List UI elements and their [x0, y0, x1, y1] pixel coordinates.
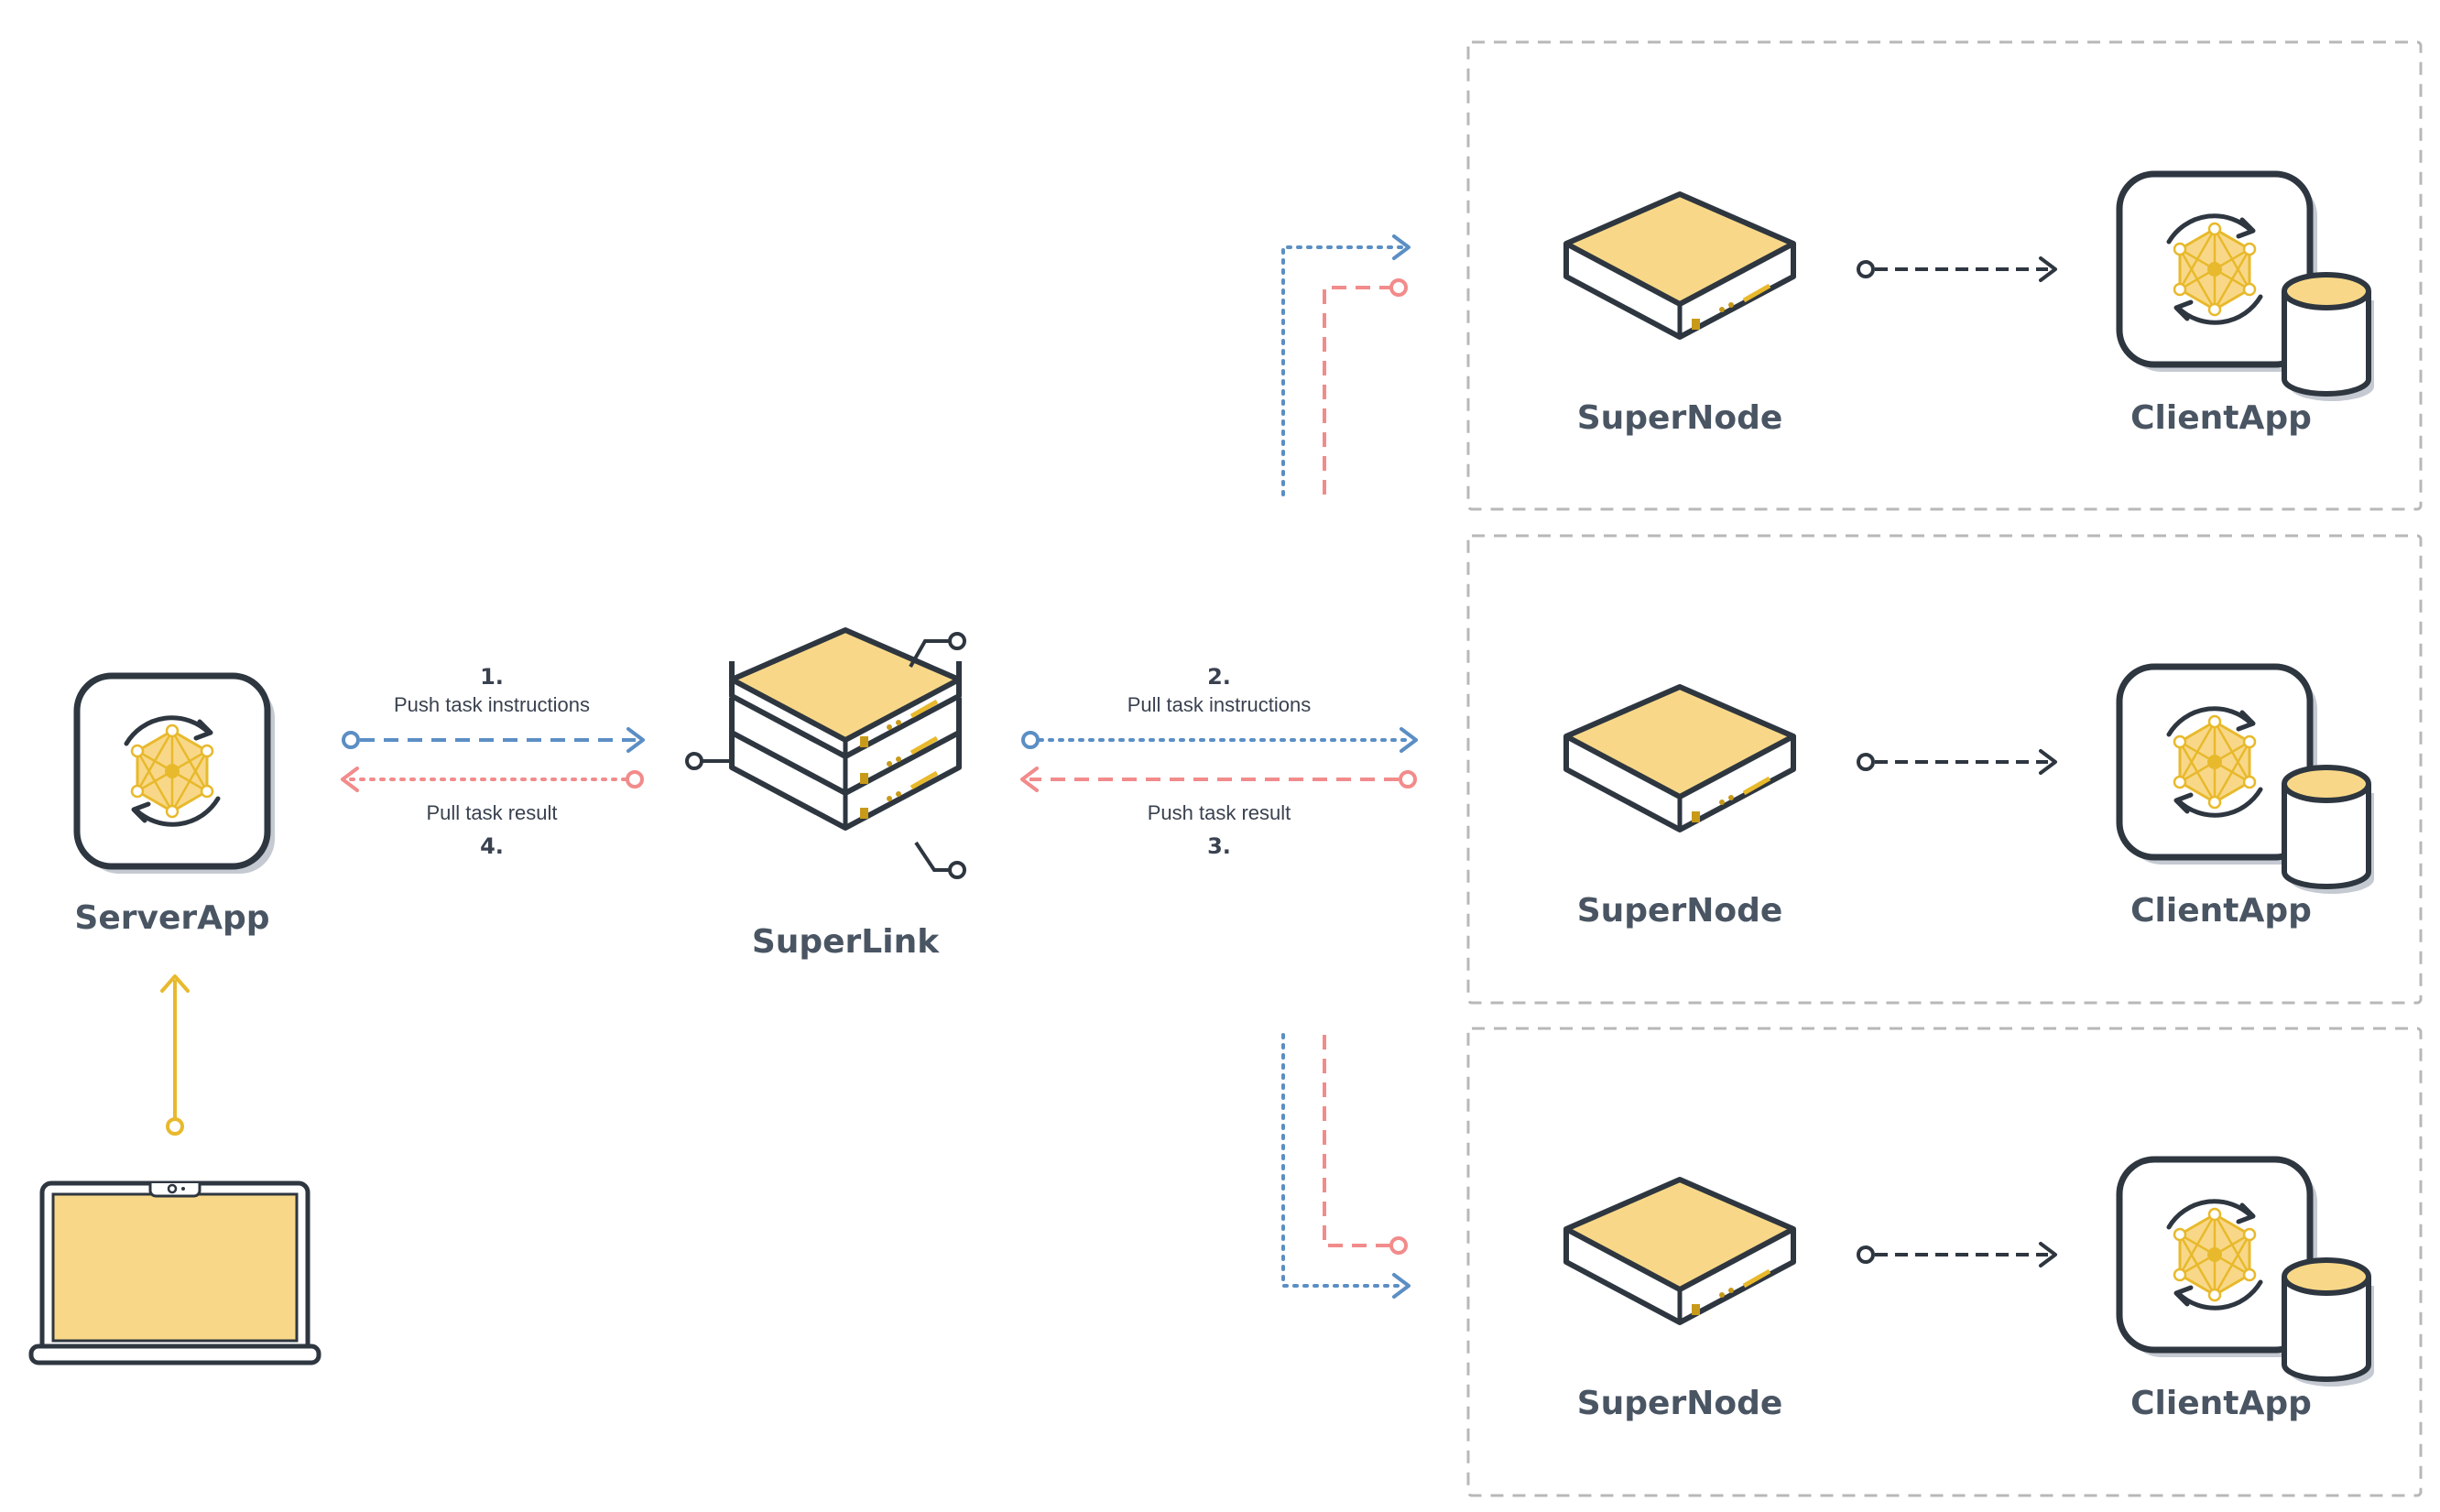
push-task-instructions-arrow: [342, 727, 645, 753]
superlink: SuperLink: [685, 627, 966, 961]
node-row-1: SuperNode ClientApp: [1566, 174, 2374, 437]
node-container-3: [1466, 1027, 2423, 1497]
supernode-label: SuperNode: [1577, 399, 1783, 437]
supernode-label: SuperNode: [1577, 1385, 1783, 1422]
supernode-device-icon: [1566, 1180, 1793, 1322]
step-4-number: 4.: [480, 833, 504, 859]
superlink-server-stack: [729, 627, 962, 828]
node-row-2: SuperNode ClientApp: [1566, 667, 2374, 930]
superlink-connector-top: [909, 632, 966, 668]
supernode-to-clientapp-arrow: [1857, 1242, 2057, 1267]
superlink-connector-left: [685, 752, 732, 770]
supernode-to-clientapp-arrow: [1857, 256, 2057, 282]
supernode-to-clientapp-arrow: [1857, 749, 2057, 775]
clientapp-label: ClientApp: [2130, 892, 2312, 930]
pull-task-result-arrow: [341, 767, 644, 792]
step-1-number: 1.: [480, 664, 504, 690]
branch-bottom: [1281, 1033, 1411, 1299]
node-container-1: [1466, 40, 2423, 511]
step-3-number: 3.: [1207, 833, 1231, 859]
step-2-text: Pull task instructions: [1127, 693, 1312, 716]
supernode-device-icon: [1566, 194, 1793, 337]
step-2-number: 2.: [1207, 664, 1231, 690]
superlink-label: SuperLink: [752, 923, 940, 961]
clientapp-label: ClientApp: [2130, 1385, 2312, 1422]
pull-task-instructions-arrow: [1021, 727, 1418, 753]
step-1-text: Push task instructions: [394, 693, 590, 716]
server-app-icon: [77, 676, 275, 874]
database-icon: [2284, 767, 2374, 894]
supernode-device-icon: [1566, 687, 1793, 830]
database-icon: [2284, 1260, 2374, 1387]
server-app: ServerApp: [74, 676, 275, 937]
branch-top: [1281, 234, 1411, 496]
superlink-connector-bottom: [914, 841, 966, 879]
push-task-result-arrow: [1020, 767, 1417, 792]
laptop-icon: [28, 1180, 321, 1365]
clientapp-label: ClientApp: [2130, 399, 2312, 437]
database-icon: [2284, 275, 2374, 401]
laptop-to-serverapp-arrow: [160, 974, 190, 1136]
node-container-2: [1466, 534, 2423, 1005]
step-4-text: Pull task result: [426, 801, 557, 824]
supernode-label: SuperNode: [1577, 892, 1783, 930]
node-row-3: SuperNode ClientApp: [1566, 1159, 2374, 1422]
step-3-text: Push task result: [1148, 801, 1291, 824]
server-app-label: ServerApp: [74, 899, 269, 937]
